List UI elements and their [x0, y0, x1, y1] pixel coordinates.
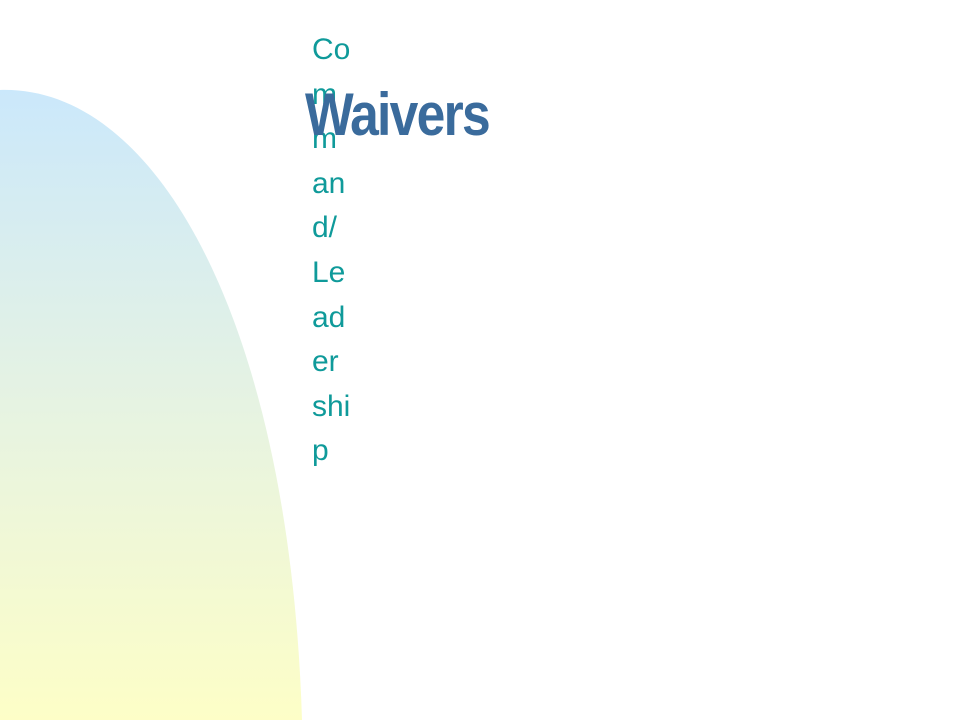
vertical-subtitle-text: Command/Leadership [312, 33, 351, 468]
slide-title: Waivers [305, 81, 491, 148]
